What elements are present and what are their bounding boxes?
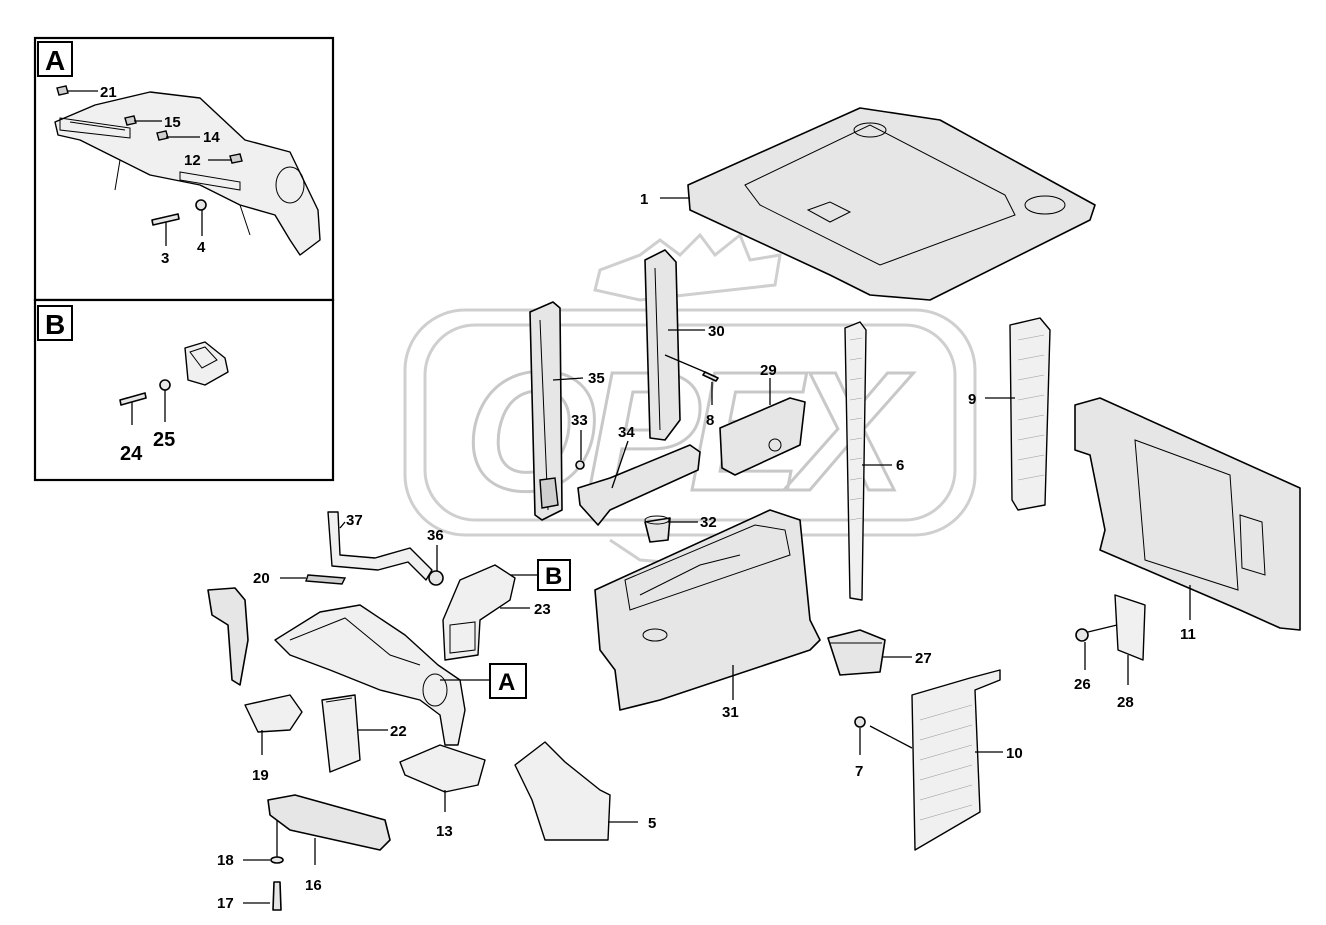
callout-27: 27 — [915, 650, 932, 667]
callout-5: 5 — [648, 815, 656, 832]
part-1-headliner: 1 — [640, 107, 1096, 301]
part-30-pillar: 30 — [644, 249, 725, 441]
part-36-clip: 36 — [427, 527, 444, 586]
part-8-screw: 8 — [664, 354, 719, 429]
watermark-outer-frame — [403, 308, 977, 537]
callout-7: 7 — [855, 763, 863, 780]
part-20-grille: 20 — [253, 570, 347, 587]
callout-30: 30 — [708, 323, 725, 340]
watermark-gear — [593, 232, 782, 302]
callout-12: 12 — [184, 152, 201, 169]
ref-b-letter: B — [545, 563, 562, 590]
ref-a-letter: A — [498, 669, 515, 696]
part-5-corner-trim: 5 — [514, 741, 656, 841]
part-31-side-console: 31 — [594, 509, 821, 721]
callout-6: 6 — [896, 457, 904, 474]
callout-11: 11 — [1180, 626, 1196, 643]
part-28-cover: 28 — [1087, 594, 1146, 711]
callout-8: 8 — [706, 412, 714, 429]
part-26-connector: 26 — [1074, 628, 1091, 693]
part-16-armrest: 16 — [267, 794, 391, 894]
callout-24: 24 — [120, 443, 143, 465]
part-37-pipe: 37 — [327, 511, 433, 581]
part-7-fastener: 7 — [854, 716, 866, 780]
part-32-cup: 32 — [644, 514, 717, 543]
callout-20: 20 — [253, 570, 270, 587]
callout-15: 15 — [164, 114, 181, 131]
callout-37: 37 — [346, 512, 363, 529]
callout-33: 33 — [571, 412, 588, 429]
callout-25: 25 — [153, 429, 175, 451]
part-29-panel-box: 29 — [719, 362, 806, 476]
callout-35: 35 — [588, 370, 605, 387]
callout-32: 32 — [700, 514, 717, 531]
part-19-vent: 19 — [244, 694, 303, 784]
callout-34: 34 — [618, 424, 635, 441]
part-17-screw: 17 — [217, 820, 282, 912]
part-6-strip: 6 — [844, 321, 904, 601]
callout-1: 1 — [640, 191, 648, 208]
callout-29: 29 — [760, 362, 777, 379]
part-34-trim: 34 — [577, 424, 701, 526]
detail-view-b: B 24 25 — [33, 298, 335, 482]
callout-21: 21 — [100, 84, 117, 101]
part-13-vent: 13 — [399, 744, 486, 840]
detail-b-duct-part — [184, 341, 229, 386]
part-10-panel: 10 — [869, 669, 1023, 851]
watermark-inner-frame — [423, 323, 957, 522]
callout-18: 18 — [217, 852, 234, 869]
detail-a-washer — [195, 199, 207, 211]
detail-b-washer — [159, 379, 171, 391]
callout-17: 17 — [217, 895, 234, 912]
part-35-pillar: 35 33 — [529, 301, 605, 521]
part-18-washer: 18 — [217, 852, 284, 869]
callout-19: 19 — [252, 767, 269, 784]
part-27-bin: 27 — [827, 629, 932, 676]
detail-b-letter: B — [45, 309, 65, 340]
callout-23: 23 — [534, 601, 551, 618]
callout-4: 4 — [197, 239, 206, 256]
detail-a-screw — [151, 213, 180, 226]
callout-14: 14 — [203, 129, 220, 146]
callout-22: 22 — [390, 723, 407, 740]
callout-3: 3 — [161, 250, 169, 267]
part-11-back-panel: 11 — [1074, 397, 1301, 643]
callout-13: 13 — [436, 823, 453, 840]
detail-b-screw — [119, 392, 147, 406]
callout-36: 36 — [427, 527, 444, 544]
detail-view-a: A 21 15 14 12 3 4 — [33, 36, 335, 302]
callout-9: 9 — [968, 391, 976, 408]
part-22-duct: 22 — [321, 694, 407, 773]
part-dashboard-main: A — [274, 604, 527, 746]
part-left-side-bracket — [207, 587, 249, 686]
callout-28: 28 — [1117, 694, 1134, 711]
callout-31: 31 — [722, 704, 739, 721]
callout-10: 10 — [1006, 745, 1023, 762]
part-9-strip: 9 — [968, 317, 1051, 511]
part-23-duct: B 23 — [442, 559, 571, 661]
detail-a-letter: A — [45, 45, 65, 76]
callout-16: 16 — [305, 877, 322, 894]
callout-26: 26 — [1074, 676, 1091, 693]
